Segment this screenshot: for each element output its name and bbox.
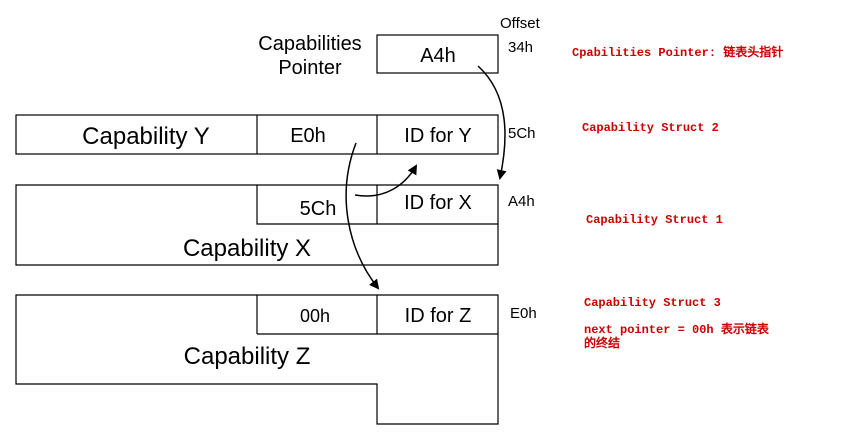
capability-z-id: ID for Z (405, 305, 472, 327)
capabilities-pointer-value: A4h (420, 45, 456, 67)
capability-x-offset: A4h (508, 193, 535, 210)
capability-z-next-pointer: 00h (300, 306, 330, 326)
capability-y-id: ID for Y (404, 125, 471, 147)
arrow-y-to-z (345, 142, 380, 290)
capabilities-pointer-label-line1: Capabilities (258, 33, 361, 55)
capabilities-pointer-box (376, 34, 499, 74)
capability-y-next-pointer: E0h (290, 125, 326, 147)
capability-z-note: Capability Struct 3 (584, 296, 721, 310)
capability-z-note-line3: 的终结 (584, 335, 620, 351)
arrow-pointer-to-x (477, 65, 507, 180)
capability-z-note-line2: next pointer = 00h 表示链表 (584, 321, 770, 337)
capability-y-note: Capability Struct 2 (582, 121, 719, 135)
capability-x-next-pointer: 5Ch (300, 198, 337, 220)
capabilities-pointer-offset: 34h (508, 39, 533, 56)
capability-x-box (15, 184, 499, 266)
capability-x-id: ID for X (404, 192, 472, 214)
capability-z-box (15, 294, 499, 425)
capability-z-name: Capability Z (184, 343, 311, 370)
capability-z-offset: E0h (510, 305, 537, 322)
capability-y-offset: 5Ch (508, 125, 536, 142)
capability-x-name: Capability X (183, 235, 311, 262)
capabilities-pointer-label-line2: Pointer (278, 57, 342, 79)
arrow-x-to-y (354, 164, 418, 197)
capabilities-pointer-note: Cpabilities Pointer: 链表头指针 (572, 44, 783, 60)
capability-x-note: Capability Struct 1 (586, 213, 723, 227)
capability-y-name: Capability Y (82, 123, 210, 150)
offset-header: Offset (500, 15, 541, 32)
